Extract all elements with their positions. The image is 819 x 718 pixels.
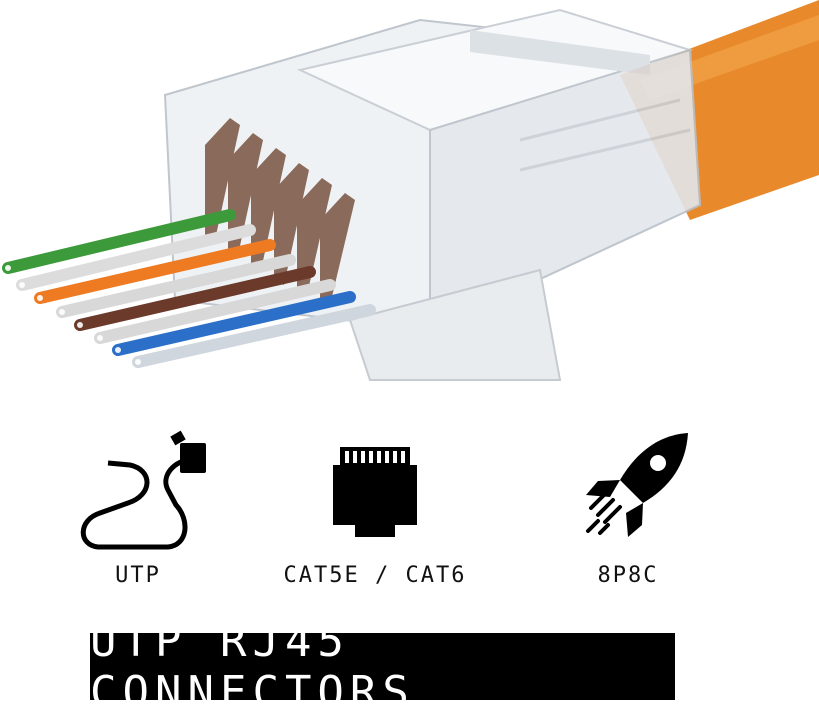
feature-utp: UTP — [18, 425, 258, 588]
feature-label-cat5e-cat6: CAT5E / CAT6 — [283, 563, 467, 588]
title-banner: UTP RJ45 CONNECTORS — [90, 616, 675, 718]
feature-8p8c: 8P8C — [508, 425, 748, 588]
feature-label-8p8c: 8P8C — [597, 563, 659, 588]
wire-white-green — [16, 224, 256, 291]
banner-title: UTP RJ45 CONNECTORS — [90, 615, 415, 718]
cable-plug-icon — [80, 430, 206, 550]
wire-orange — [34, 239, 276, 304]
wire-blue — [112, 291, 356, 356]
rocket-icon — [586, 433, 688, 537]
wires — [2, 209, 376, 368]
wire-brown — [74, 266, 316, 331]
contact-pins — [205, 118, 355, 305]
rj45-port-icon — [333, 447, 417, 537]
feature-cat5e-cat6: CAT5E / CAT6 — [255, 425, 495, 588]
feature-label-utp: UTP — [115, 563, 161, 588]
wire-white-brown — [94, 279, 336, 344]
wire-white-blue — [132, 304, 376, 368]
rj45-connector-illustration — [2, 0, 819, 381]
wire-green — [2, 209, 236, 274]
wire-white-orange — [56, 254, 296, 318]
